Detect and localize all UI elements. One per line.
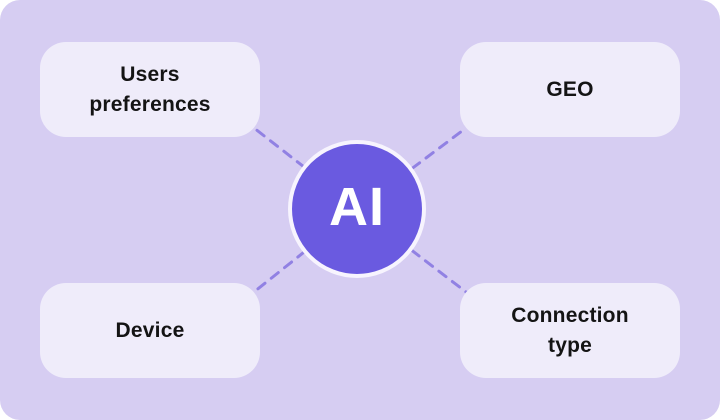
node-geo: GEO <box>460 42 680 137</box>
node-device: Device <box>40 283 260 378</box>
node-label: Connection type <box>511 303 629 357</box>
node-label: Device <box>115 318 185 342</box>
node-connection-type: Connection type <box>460 283 680 378</box>
node-label: Users preferences <box>89 62 211 116</box>
node-label: GEO <box>546 77 594 101</box>
ai-center-label: AI <box>329 177 385 237</box>
node-users-preferences: Users preferences <box>40 42 260 137</box>
ai-center-node: AI <box>288 140 426 278</box>
